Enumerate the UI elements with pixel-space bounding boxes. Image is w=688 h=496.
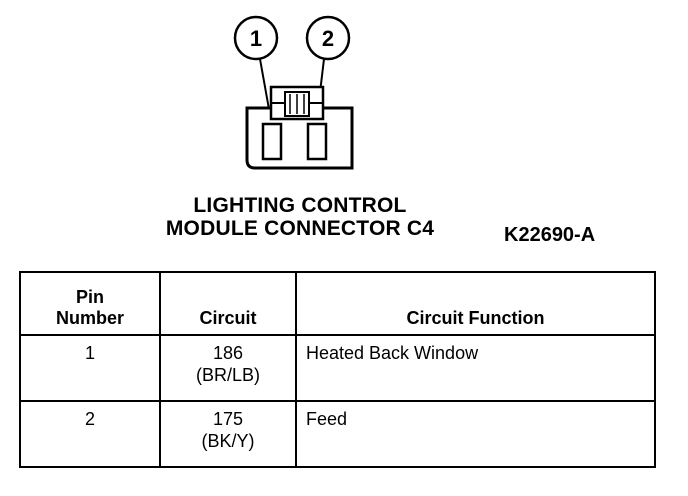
table-header-row: Pin Number Circuit Circuit Function [19, 271, 656, 336]
pin-2-cavity [306, 122, 328, 161]
connector-body [245, 85, 354, 170]
pin-number-cell: 2 [19, 400, 161, 468]
table-row: 2 175 (BK/Y) Feed [19, 400, 656, 468]
diagram-title-line1: LIGHTING CONTROL [193, 194, 407, 217]
pin-2-callout: 2 [305, 15, 351, 61]
table-row: 1 186 (BR/LB) Heated Back Window [19, 334, 656, 402]
header-circuit-function: Circuit Function [295, 271, 656, 336]
circuit-cell: 175 (BK/Y) [159, 400, 297, 468]
header-pin-number: Pin Number [19, 271, 161, 336]
circuit-color: (BR/LB) [195, 365, 260, 385]
circuit-number: 175 [212, 409, 244, 429]
header-pin-line2: Number [55, 308, 124, 328]
figure-id: K22690-A [504, 224, 596, 246]
connector-diagram: 1 2 [233, 15, 354, 170]
pin-number-cell: 1 [19, 334, 161, 402]
circuit-function-cell: Heated Back Window [295, 334, 656, 402]
diagram-title-line2: MODULE CONNECTOR C4 [165, 217, 435, 240]
pin-1-cavity [261, 122, 283, 161]
pin-1-callout-label: 1 [250, 26, 262, 51]
pinout-table: Pin Number Circuit Circuit Function 1 18… [19, 271, 656, 468]
pin-2-callout-label: 2 [322, 26, 334, 51]
circuit-number: 186 [212, 343, 244, 363]
pin-1-callout: 1 [233, 15, 279, 61]
circuit-function-cell: Feed [295, 400, 656, 468]
circuit-color: (BK/Y) [201, 431, 255, 451]
header-circuit: Circuit [159, 271, 297, 336]
header-pin-line1: Pin [75, 287, 104, 307]
circuit-cell: 186 (BR/LB) [159, 334, 297, 402]
